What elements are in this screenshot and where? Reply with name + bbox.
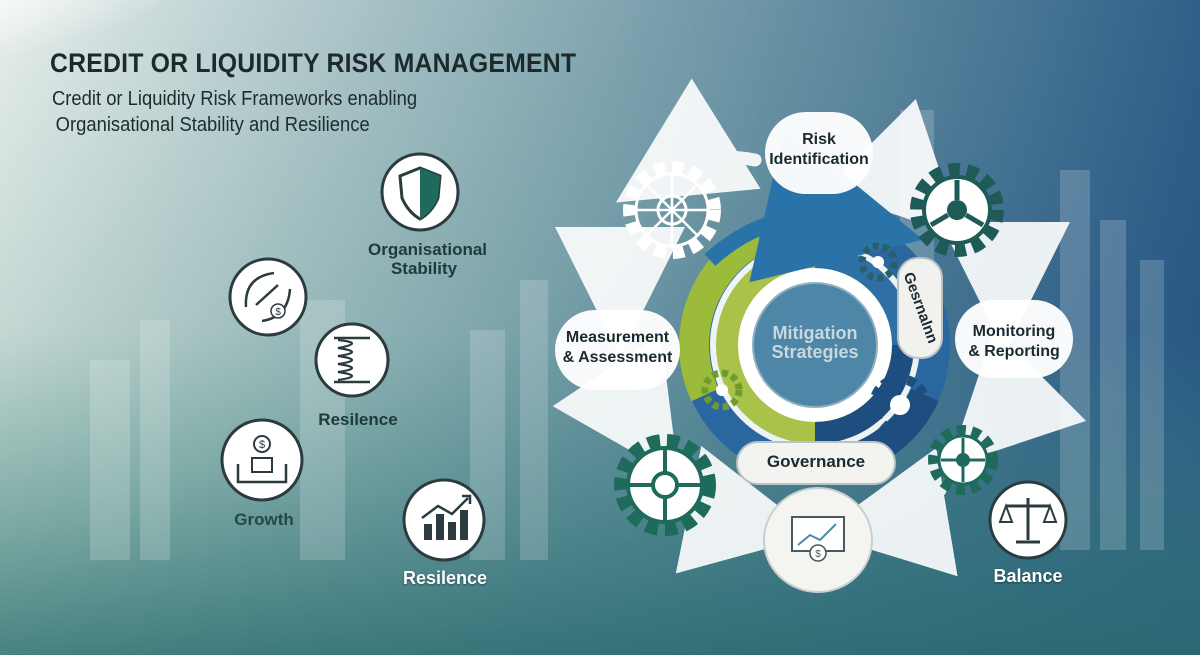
dollar-trend-icon: $ <box>228 257 308 337</box>
svg-text:$: $ <box>275 307 281 318</box>
svg-text:$: $ <box>815 549 821 560</box>
gear-top-left-icon <box>623 161 721 259</box>
svg-text:$: $ <box>259 439 265 451</box>
label-measurement: Measurement <box>565 329 670 346</box>
spring-icon <box>314 322 390 398</box>
node-governance <box>736 441 896 485</box>
label-balance: Balance <box>993 566 1063 586</box>
label-organisational-stability: Organisational Stability <box>368 240 488 278</box>
bar-chart-icon <box>402 478 486 562</box>
cycle-arrow-left-low <box>552 334 679 479</box>
label-assessment: & Assessment <box>562 349 673 366</box>
cycle-arrow-bottom-right <box>818 448 958 577</box>
label-strategies: Strategies <box>771 342 859 362</box>
label-risk: Risk <box>802 131 836 148</box>
shield-icon <box>380 152 460 232</box>
gear-inner-left-icon <box>701 369 743 411</box>
node-risk-identification <box>765 112 873 194</box>
cycle-arrow-right <box>939 221 1070 352</box>
gear-bottom-right-icon <box>928 425 998 495</box>
gear-bottom-left-icon <box>614 434 716 536</box>
cycle-arrow-left <box>555 226 686 357</box>
label-measurement-assessment: Measurement & Assessment <box>555 328 680 368</box>
gear-small-top-icon <box>858 242 898 282</box>
label-mitigation: Mitigation <box>772 323 858 343</box>
label-monitoring-reporting: Monitoring & Reporting <box>955 322 1073 362</box>
gear-top-right-icon <box>910 163 1004 257</box>
cycle-arrow-top-left <box>615 78 762 203</box>
label-reporting: & Reporting <box>968 343 1060 360</box>
subtitle-line-2: Organisational Stability and Resilience <box>55 114 370 136</box>
label-governance: Governance <box>766 452 866 471</box>
label-growth: Growth <box>234 510 294 529</box>
label-identification: Identification <box>769 151 869 168</box>
dollar-growth-icon: $ <box>220 418 304 502</box>
subtitle-line-1: Credit or Liquidity Risk Frameworks enab… <box>52 88 418 110</box>
gear-inner-right-icon <box>869 374 931 436</box>
label-mitigation-strategies: Mitigation Strategies <box>753 324 877 362</box>
page-subtitle: Credit or Liquidity Risk Frameworks enab… <box>52 86 417 138</box>
label-resilence-spring: Resilence <box>318 410 398 429</box>
page-title: CREDIT OR LIQUIDITY RISK MANAGEMENT <box>50 48 577 78</box>
node-side-label <box>897 257 943 359</box>
scales-icon <box>988 480 1068 560</box>
label-monitoring: Monitoring <box>972 323 1056 340</box>
node-measurement-assessment <box>555 310 680 390</box>
label-resilence-chart: Resilence <box>402 568 488 588</box>
cycle-arrow-bottom-left <box>675 445 816 574</box>
label-stability: Stability <box>390 259 458 278</box>
label-organisational: Organisational <box>368 240 488 259</box>
label-risk-identification: Risk Identification <box>765 130 873 170</box>
report-node: $ <box>763 487 873 593</box>
cycle-arrow-right-low <box>948 328 1087 467</box>
node-monitoring-reporting <box>955 300 1073 378</box>
